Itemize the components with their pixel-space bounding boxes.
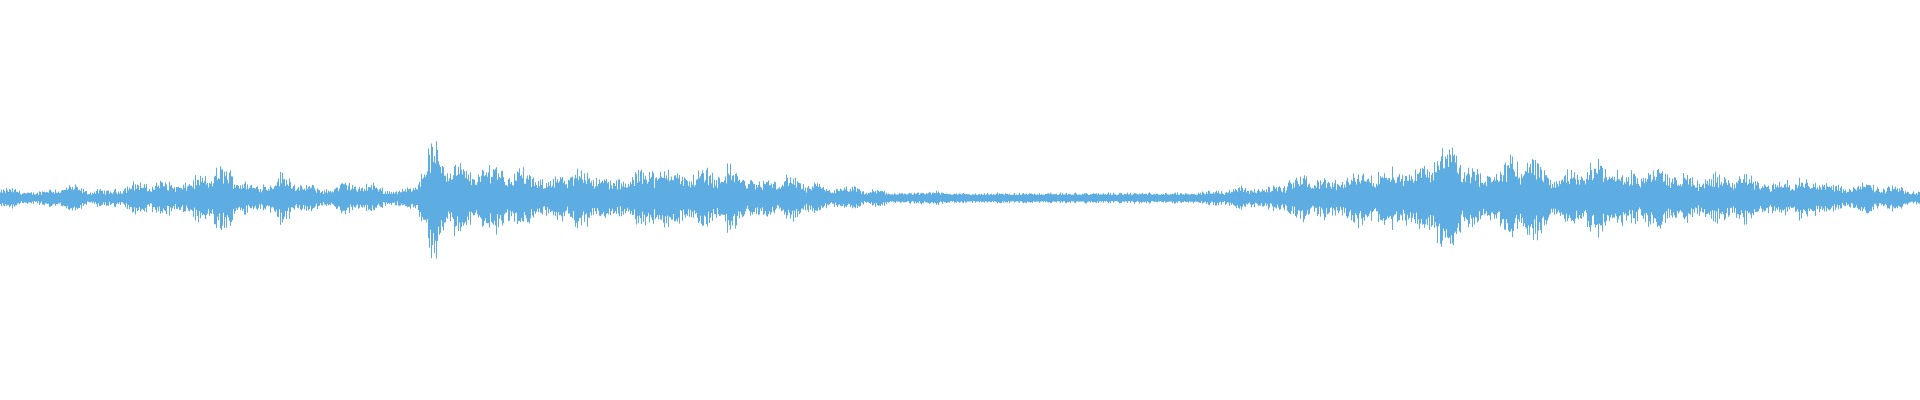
waveform-samples (0, 141, 1920, 259)
waveform-path (0, 141, 1920, 259)
